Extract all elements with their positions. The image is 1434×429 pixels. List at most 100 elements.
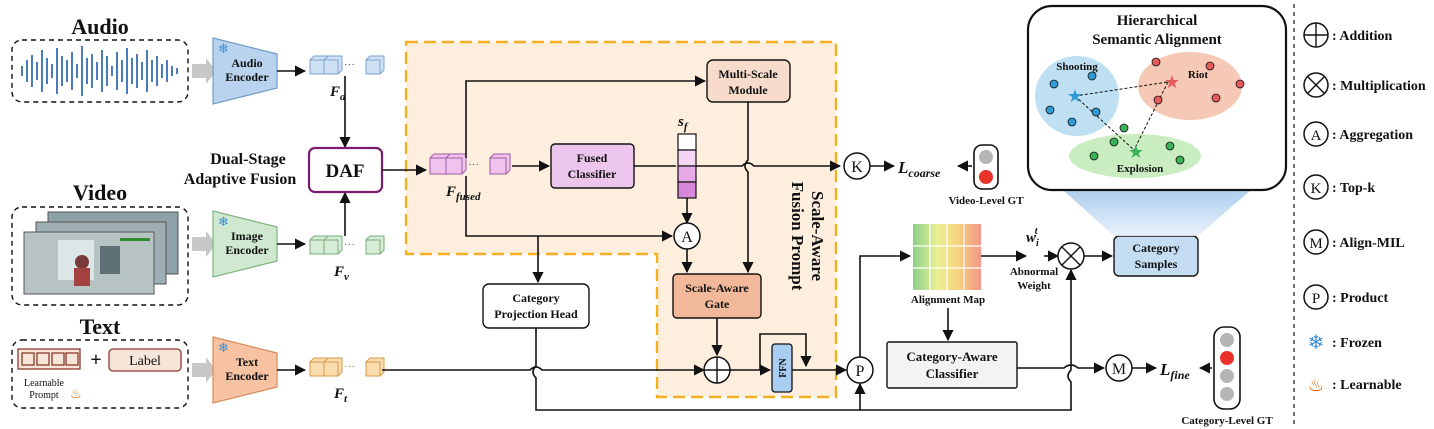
fused-classifier-label-2: Classifier xyxy=(568,167,617,181)
svg-text:: Align-MIL: : Align-MIL xyxy=(1332,236,1405,251)
legend: : Addition : Multiplication A : Aggregat… xyxy=(1303,22,1426,396)
audio-feature-tokens xyxy=(309,55,385,75)
video-level-gt-icon xyxy=(973,144,999,190)
shooting-star-icon: ★ xyxy=(1067,86,1083,107)
multi-scale-label-1: Multi-Scale xyxy=(718,67,778,81)
fine-loss: Lfine xyxy=(1159,360,1190,382)
circle-m-icon xyxy=(1303,229,1329,255)
dual-stage-label-1: Dual-Stage xyxy=(210,151,286,168)
learnable-prompt-label-1: Learnable xyxy=(24,378,65,389)
snowflake-icon: ❄ xyxy=(218,341,229,356)
plus-sign: + xyxy=(90,349,101,371)
video-gt-label: Video-Level GT xyxy=(948,195,1024,207)
text-encoder xyxy=(212,336,278,404)
projection-label-2: Projection Head xyxy=(494,307,578,321)
learnable-prompt-tokens xyxy=(17,348,81,370)
circle-a-icon xyxy=(1303,121,1329,147)
coarse-loss: Lcoarse xyxy=(897,158,941,180)
audio-input-arrow xyxy=(192,58,216,84)
audio-waveform-icon xyxy=(21,46,178,96)
svg-text:Label: Label xyxy=(129,354,161,369)
video-title: Video xyxy=(73,180,127,205)
score-vector xyxy=(677,133,697,199)
video-frames-image xyxy=(23,211,179,295)
sf-label: sf xyxy=(677,114,689,133)
svg-text:: Learnable: : Learnable xyxy=(1332,378,1402,393)
ft-label: Ft xyxy=(333,386,348,405)
svg-text:Shooting: Shooting xyxy=(1056,61,1098,73)
projection-label-1: Category xyxy=(512,291,559,305)
category-aware-classifier xyxy=(886,341,1018,389)
svg-text:···: ··· xyxy=(468,159,479,171)
circle-k-icon xyxy=(1303,174,1329,200)
svg-text:: Product: : Product xyxy=(1332,291,1388,306)
text-encoder-label-1: Text xyxy=(236,355,258,369)
category-level-gt-icon xyxy=(1213,326,1241,410)
audio-title: Audio xyxy=(71,14,128,39)
abnormal-weight-symbol: wit xyxy=(1026,226,1039,249)
svg-text:: Multiplication: : Multiplication xyxy=(1332,79,1426,94)
svg-text:···: ··· xyxy=(344,59,355,71)
category-gt-label: Category-Level GT xyxy=(1181,415,1273,427)
svg-text:: Addition: : Addition xyxy=(1332,29,1393,44)
abnormal-weight-label-2: Weight xyxy=(1017,280,1051,292)
label-token xyxy=(108,348,182,372)
riot-star-icon: ★ xyxy=(1164,72,1180,93)
zoom-funnel xyxy=(1063,190,1251,236)
text-input-arrow xyxy=(192,357,216,383)
svg-text:···: ··· xyxy=(344,361,355,373)
svg-text:K: K xyxy=(851,159,863,176)
svg-text:M: M xyxy=(1309,236,1322,252)
svg-text:M: M xyxy=(1112,361,1126,378)
svg-text:A: A xyxy=(681,229,693,246)
svg-text:: Frozen: : Frozen xyxy=(1332,336,1382,351)
dual-stage-label-2: Adaptive Fusion xyxy=(184,171,297,188)
ffn-block xyxy=(771,343,793,393)
category-aware-label-1: Category-Aware xyxy=(906,349,997,364)
video-input-arrow xyxy=(192,231,216,257)
image-encoder-label-1: Image xyxy=(231,229,264,243)
abnormal-weight-label-1: Abnormal xyxy=(1010,266,1058,278)
gate-label-2: Gate xyxy=(705,297,730,311)
hsa-title-2: Semantic Alignment xyxy=(1092,32,1222,48)
audio-encoder-label-1: Audio xyxy=(231,56,262,70)
audio-encoder xyxy=(212,37,278,105)
snowflake-icon: ❄ xyxy=(218,42,229,57)
svg-text:P: P xyxy=(856,363,865,380)
svg-text:Riot: Riot xyxy=(1188,69,1209,81)
svg-text:Explosion: Explosion xyxy=(1117,163,1163,175)
fused-classifier-label-1: Fused xyxy=(577,151,608,165)
ffused-label: Ffused xyxy=(445,184,481,203)
circle-p-icon xyxy=(1303,284,1329,310)
daf-label: DAF xyxy=(325,161,364,182)
video-input-box xyxy=(11,206,189,306)
fusion-prompt-label-1: Scale-Aware xyxy=(808,191,827,281)
flame-icon: ♨ xyxy=(70,387,82,402)
category-samples-label-2: Samples xyxy=(1135,257,1178,271)
image-encoder xyxy=(212,210,278,278)
svg-text:P: P xyxy=(1312,291,1320,307)
svg-text:FFN: FFN xyxy=(778,358,789,378)
audio-input-box xyxy=(11,39,189,103)
text-feature-tokens xyxy=(309,357,385,377)
learnable-prompt-label-2: Prompt xyxy=(29,390,59,401)
fa-label: Fa xyxy=(329,84,346,103)
hsa-title-1: Hierarchical xyxy=(1117,13,1198,29)
snowflake-icon: ❄ xyxy=(1308,330,1325,354)
flame-icon: ♨ xyxy=(1308,375,1324,396)
text-title: Text xyxy=(80,314,121,339)
fusion-prompt-label-2: Fusion Prompt xyxy=(788,182,807,291)
category-aware-label-2: Classifier xyxy=(926,366,979,381)
fv-label: Fv xyxy=(333,264,349,283)
alignment-map xyxy=(913,224,981,290)
cluster-points xyxy=(1045,57,1245,165)
multi-scale-label-2: Module xyxy=(728,83,768,97)
snowflake-icon: ❄ xyxy=(218,215,229,230)
category-samples-label-1: Category xyxy=(1132,241,1179,255)
svg-text:: Top-k: : Top-k xyxy=(1332,181,1375,196)
multiplication-operator xyxy=(1057,242,1085,270)
alignment-map-label: Alignment Map xyxy=(911,294,985,306)
svg-text:: Aggregation: : Aggregation xyxy=(1332,128,1413,143)
audio-encoder-label-2: Encoder xyxy=(225,70,269,84)
